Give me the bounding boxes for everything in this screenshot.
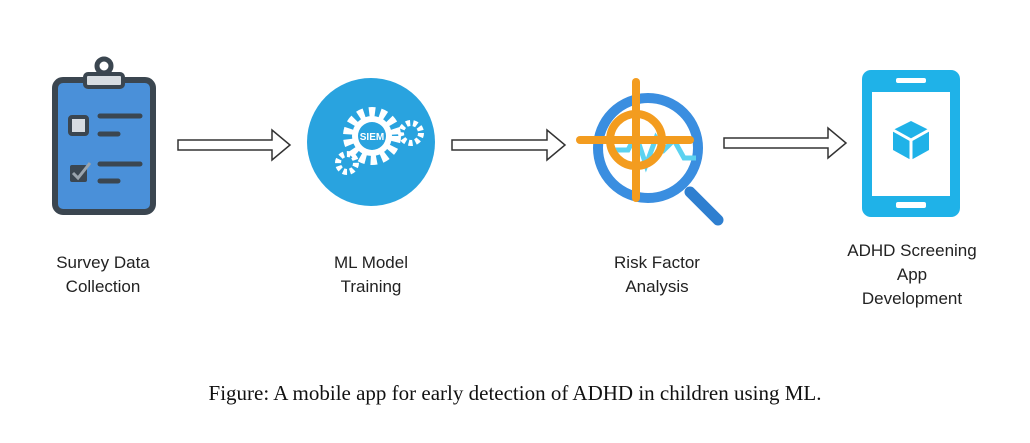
label-line: Development xyxy=(861,289,963,308)
label-line: App xyxy=(896,265,928,284)
gear-siem-text: SIEM xyxy=(360,132,384,143)
clipboard-checklist-icon xyxy=(52,56,156,215)
label-line: Analysis xyxy=(625,277,689,296)
step-label-risk: Risk Factor Analysis xyxy=(557,251,757,299)
label-line: Survey Data xyxy=(56,253,150,272)
arrow-1 xyxy=(177,128,292,162)
figure-caption: Figure: A mobile app for early detection… xyxy=(208,381,822,405)
step-label-app: ADHD Screening App Development xyxy=(812,239,1012,311)
mobile-app-icon xyxy=(862,70,960,217)
label-line: Risk Factor xyxy=(614,253,700,272)
magnifier-target-icon xyxy=(576,78,724,226)
label-line: ADHD Screening xyxy=(847,241,977,260)
label-line: ML Model xyxy=(333,253,408,272)
step-label-ml: ML Model Training xyxy=(271,251,471,299)
label-line: Collection xyxy=(65,277,141,296)
arrow-2 xyxy=(451,128,567,162)
label-line: Training xyxy=(340,277,402,296)
arrow-3 xyxy=(723,126,848,160)
step-label-survey: Survey Data Collection xyxy=(3,251,203,299)
gears-icon: SIEM xyxy=(307,78,435,206)
